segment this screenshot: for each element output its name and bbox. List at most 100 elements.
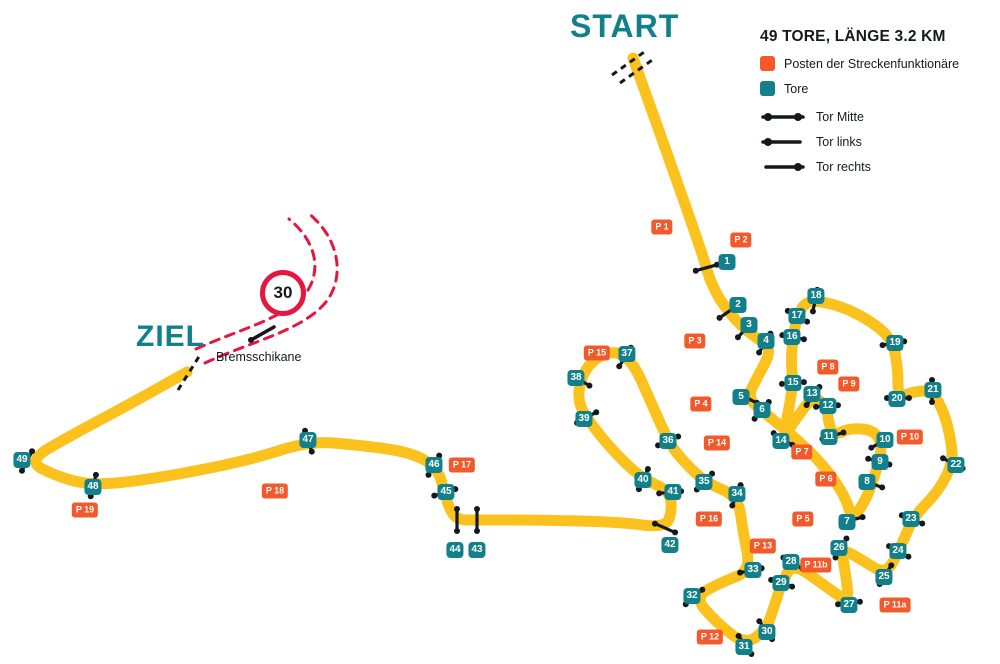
gate-tick-dot bbox=[425, 471, 432, 478]
gate-tick-dot bbox=[888, 562, 895, 569]
gate-tick-dot bbox=[898, 512, 905, 519]
gate-tick-dot bbox=[753, 399, 760, 406]
gate-tick-12 bbox=[814, 403, 840, 409]
gate-tick-dot bbox=[779, 332, 786, 339]
gate-tick-dot bbox=[655, 442, 662, 449]
gate-tick-dot bbox=[87, 493, 94, 500]
speed-limit-sign: 30 bbox=[260, 270, 306, 316]
gate-tick-dot bbox=[784, 307, 791, 314]
gate-tick-dot bbox=[884, 395, 890, 401]
gate-tick-dot bbox=[879, 484, 886, 491]
gate-tick-dot bbox=[959, 465, 966, 472]
gate-tick-dot bbox=[635, 486, 642, 493]
gate-tick-dot bbox=[737, 482, 744, 489]
legend-item-label: Posten der Streckenfunktionäre bbox=[784, 56, 960, 71]
gate-tick-dot bbox=[18, 467, 25, 474]
bremsschikane-label: Bremsschikane bbox=[216, 350, 302, 364]
gate-tick-dot bbox=[768, 576, 775, 583]
chicane-gate-tick bbox=[249, 325, 276, 342]
gate-tick-dot bbox=[734, 390, 741, 397]
gate-tick-dot bbox=[699, 586, 706, 593]
gate-tick-dot bbox=[858, 477, 865, 484]
gate-tick-dot bbox=[886, 543, 893, 550]
gate-tick-dot bbox=[789, 583, 796, 590]
tor-mitte-icon bbox=[761, 113, 805, 121]
gate-tick-dot bbox=[886, 461, 893, 468]
legend-item-label: Tore bbox=[784, 81, 809, 96]
gate-tick-dot bbox=[474, 506, 480, 512]
gate-tick-dot bbox=[672, 529, 679, 536]
gate-tick-dot bbox=[769, 636, 776, 643]
tore-swatch bbox=[760, 81, 775, 96]
gate-tick-dot bbox=[644, 466, 651, 473]
gate-tick-dot bbox=[678, 488, 685, 495]
gate-tick-dot bbox=[929, 399, 935, 405]
gate-tick-dot bbox=[919, 520, 926, 527]
gate-tick-dot bbox=[800, 336, 807, 343]
gate-tick-dot bbox=[29, 448, 36, 455]
gate-type-rechts: Tor rechts bbox=[760, 160, 998, 174]
posten-swatch bbox=[760, 56, 775, 71]
gate-tick-dot bbox=[887, 433, 894, 440]
gate-tick-dot bbox=[758, 565, 765, 572]
gate-tick-dot bbox=[682, 601, 689, 608]
gate-tick-dot bbox=[734, 302, 741, 309]
gate-tick-dot bbox=[749, 317, 756, 324]
gate-tick-dot bbox=[770, 430, 777, 437]
gate-tick-dot bbox=[859, 514, 866, 521]
gate-tick-dot bbox=[840, 429, 847, 436]
gate-tick-dot bbox=[567, 371, 574, 378]
gate-tick-dot bbox=[693, 486, 700, 493]
start-line-dash-1 bbox=[611, 48, 648, 77]
gate-tick-dot bbox=[778, 380, 785, 387]
chicane-dashed-inner bbox=[194, 217, 317, 351]
gate-tick-dot bbox=[868, 444, 875, 451]
gate-tick-dot bbox=[838, 519, 845, 526]
gate-tick-dot bbox=[454, 506, 460, 512]
gate-tick-dot bbox=[713, 261, 720, 268]
gate-tick-dot bbox=[865, 455, 872, 462]
gate-tick-16 bbox=[780, 333, 806, 341]
gate-tick-dot bbox=[436, 452, 443, 459]
tor-links-icon bbox=[761, 138, 802, 146]
gate-tick-dot bbox=[905, 553, 912, 560]
gate-tick-dot bbox=[843, 535, 850, 542]
gate-tick-dot bbox=[906, 395, 912, 401]
gate-tick-dot bbox=[734, 334, 741, 341]
gate-type-label: Tor links bbox=[816, 135, 862, 149]
gate-type-label: Tor Mitte bbox=[816, 110, 864, 124]
gate-tick-dot bbox=[816, 384, 823, 391]
chicane-gate-dot bbox=[248, 337, 254, 343]
gate-tick-dot bbox=[735, 633, 742, 640]
gate-tick-dot bbox=[474, 528, 480, 534]
gate-type-label: Tor rechts bbox=[816, 160, 871, 174]
gate-tick-dot bbox=[756, 349, 763, 356]
gate-tick-dot bbox=[814, 286, 821, 293]
start-label: START bbox=[570, 8, 680, 44]
gate-tick-dot bbox=[901, 338, 908, 345]
start-line-dash-2 bbox=[619, 56, 656, 85]
gate-tick-dot bbox=[765, 398, 772, 405]
gate-tick-dot bbox=[856, 598, 863, 605]
gate-tick-dot bbox=[804, 318, 811, 325]
gate-tick-dot bbox=[803, 401, 810, 408]
gate-tick-dot bbox=[800, 379, 807, 386]
gate-tick-dot bbox=[651, 520, 658, 527]
gate-tick-dot bbox=[452, 486, 459, 493]
speed-limit-value: 30 bbox=[273, 283, 293, 302]
gate-tick-dot bbox=[876, 580, 883, 587]
gate-tick-42 bbox=[653, 521, 677, 535]
gate-tick-dot bbox=[809, 308, 816, 315]
gate-tick-dot bbox=[834, 402, 841, 409]
gate-tick-dot bbox=[454, 528, 460, 534]
gate-tick-dot bbox=[789, 441, 796, 448]
legend: 49 TORE, LÄNGE 3.2 KM Posten der Strecke… bbox=[760, 28, 998, 174]
gate-tick-dot bbox=[929, 377, 935, 383]
gate-tick-dot bbox=[780, 554, 787, 561]
gate-tick-dot bbox=[737, 569, 744, 576]
ziel-label: ZIEL bbox=[136, 320, 205, 353]
gate-tick-15 bbox=[780, 380, 806, 386]
gate-tick-dot bbox=[716, 314, 723, 321]
tor-rechts-icon bbox=[764, 163, 805, 171]
